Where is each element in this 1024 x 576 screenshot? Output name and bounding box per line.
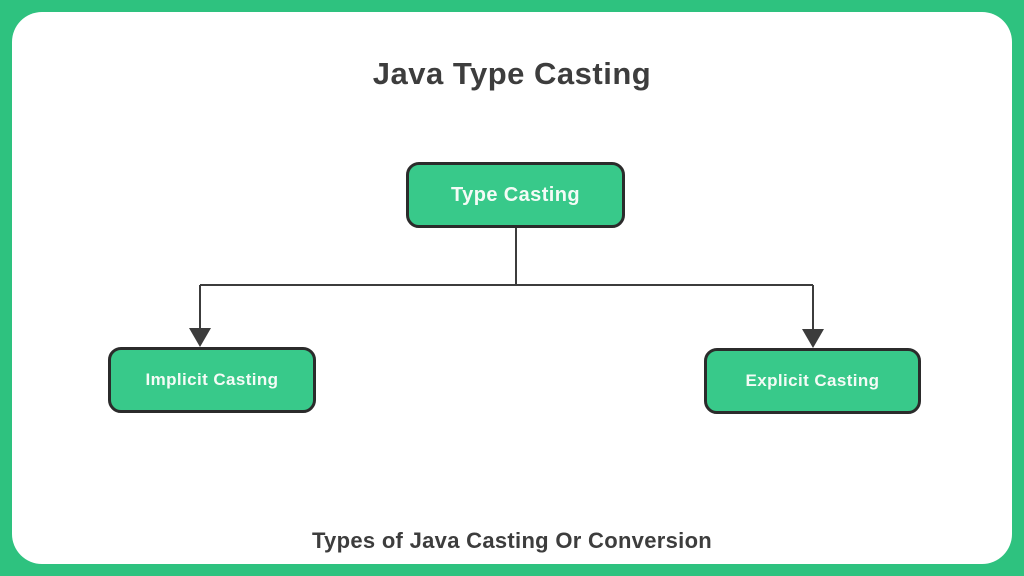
node-implicit-casting: Implicit Casting xyxy=(108,347,316,413)
diagram-card: Java Type Casting Types of Java Casting … xyxy=(12,12,1012,564)
node-implicit-casting-label: Implicit Casting xyxy=(145,370,279,389)
diagram-caption: Types of Java Casting Or Conversion xyxy=(311,528,713,553)
node-type-casting-label: Type Casting xyxy=(451,183,580,206)
page-title: Java Type Casting xyxy=(372,56,652,91)
node-explicit-casting-label: Explicit Casting xyxy=(745,371,880,390)
node-explicit-casting: Explicit Casting xyxy=(704,348,921,414)
node-type-casting: Type Casting xyxy=(406,162,625,228)
